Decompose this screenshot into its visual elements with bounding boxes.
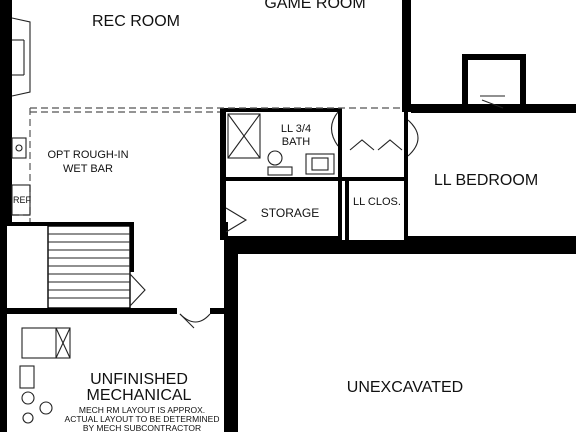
unexcavated-label: UNEXCAVATED bbox=[347, 379, 463, 396]
wet-bar-label-line2: WET BAR bbox=[63, 163, 113, 175]
shower bbox=[227, 113, 261, 159]
toilet bbox=[267, 150, 293, 176]
fireplace bbox=[11, 17, 31, 97]
rec-room-label: REC ROOM bbox=[92, 13, 180, 30]
mech-note-line1: MECH RM LAYOUT IS APPROX. bbox=[79, 405, 205, 415]
mechanical-equipment bbox=[19, 327, 71, 424]
mech-note-line2: ACTUAL LAYOUT TO BE DETERMINED bbox=[65, 414, 220, 424]
wet-bar-label-line1: OPT ROUGH-IN bbox=[47, 149, 128, 161]
bath-label-line2: BATH bbox=[282, 136, 311, 148]
stairs bbox=[47, 225, 146, 309]
game-room-label: GAME ROOM bbox=[264, 0, 365, 12]
doors bbox=[179, 111, 419, 329]
storage-label: STORAGE bbox=[261, 206, 319, 220]
window-well bbox=[480, 95, 505, 109]
ll-closet-label: LL CLOS. bbox=[353, 196, 401, 208]
mechanical-label-line1: UNFINISHED bbox=[90, 371, 188, 388]
vanity-sink bbox=[305, 153, 335, 175]
room-labels: REC ROOM GAME ROOM OPT ROUGH-IN WET BAR … bbox=[13, 0, 538, 432]
mech-note-line3: BY MECH SUBCONTRACTOR bbox=[83, 423, 201, 432]
ll-bedroom-label: LL BEDROOM bbox=[434, 172, 538, 189]
wet-bar-sink bbox=[11, 137, 27, 159]
refrigerator bbox=[11, 184, 31, 216]
bath-label-line1: LL 3/4 bbox=[281, 123, 311, 135]
ref-label: REF bbox=[13, 195, 32, 205]
mechanical-label-line2: MECHANICAL bbox=[87, 387, 192, 404]
